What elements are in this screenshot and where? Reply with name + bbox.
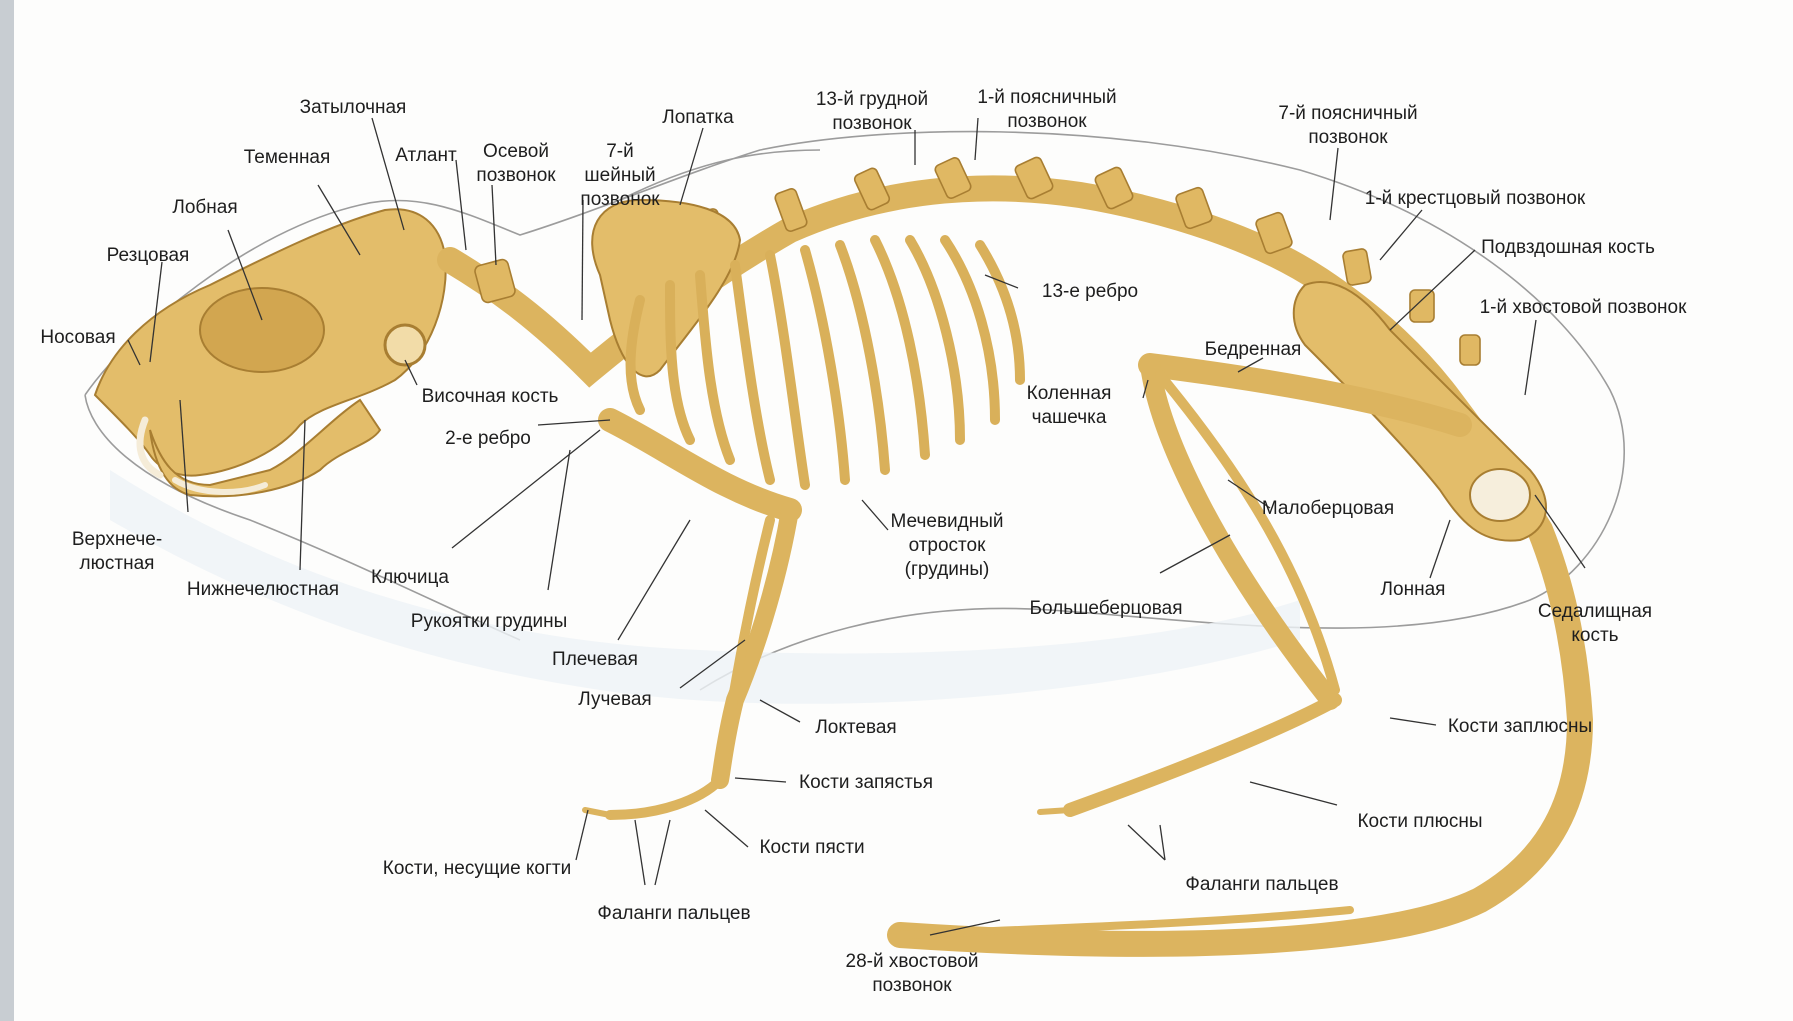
front-limb xyxy=(585,420,790,815)
label-zatylochnaya: Затылочная xyxy=(300,96,407,120)
obturator-foramen xyxy=(1470,469,1530,521)
label-1-krestsovy: 1-й крестцовый позвонок xyxy=(1365,187,1586,211)
scan-edge-shadow xyxy=(0,0,14,1021)
label-mechevidny: Мечевидный отросток (грудины) xyxy=(891,510,1004,582)
label-kosti-zapyastya: Кости запястья xyxy=(799,771,933,795)
label-podvzdoshnaya: Подвздошная кость xyxy=(1481,236,1655,260)
label-lopatka: Лопатка xyxy=(662,106,733,130)
label-nizhnechelyustnaya: Нижнечелюстная xyxy=(187,578,339,602)
label-kosti-zaplyusny: Кости заплюсны xyxy=(1448,715,1592,739)
label-kosti-kogti: Кости, несущие когти xyxy=(383,857,572,881)
label-atlant: Атлант xyxy=(395,144,456,168)
label-reztsovaya: Резцовая xyxy=(107,244,190,268)
label-sedalishchnaya: Седалищная кость xyxy=(1538,600,1652,648)
label-lobnaya: Лобная xyxy=(172,196,237,220)
label-bedrennaya: Бедренная xyxy=(1205,338,1302,362)
label-13-rebro: 13-е ребро xyxy=(1042,280,1138,304)
label-osevoy: Осевой позвонок xyxy=(476,140,555,188)
label-nosovaya: Носовая xyxy=(40,326,115,350)
label-13-grudnoy: 13-й грудной позвонок xyxy=(816,88,928,136)
label-bolshebertsovaya: Большеберцовая xyxy=(1030,597,1183,621)
label-kolennaya: Коленная чашечка xyxy=(1027,382,1112,430)
label-falangi-hind: Фаланги пальцев xyxy=(1185,873,1338,897)
label-visochnaya: Височная кость xyxy=(422,385,559,409)
label-plechevaya: Плечевая xyxy=(552,648,638,672)
label-28-khvostovoy: 28-й хвостовой позвонок xyxy=(846,950,979,998)
label-kosti-pyasti: Кости пясти xyxy=(759,836,864,860)
label-verkhnechelyustnaya: Верхнече- люстная xyxy=(72,528,162,576)
label-klyuchitsa: Ключица xyxy=(371,566,449,590)
label-kosti-plyusny: Кости плюсны xyxy=(1357,810,1482,834)
label-malobertsovaya: Малоберцовая xyxy=(1262,497,1394,521)
label-lonnaya: Лонная xyxy=(1381,578,1446,602)
label-1-poyasnichny: 1-й поясничный позвонок xyxy=(977,86,1116,134)
label-temennaya: Теменная xyxy=(244,146,331,170)
label-7-sheyny: 7-й шейный позвонок xyxy=(580,140,659,212)
label-loktevaya: Локтевая xyxy=(815,716,896,740)
label-luchevaya: Лучевая xyxy=(578,688,651,712)
label-2-rebro: 2-е ребро xyxy=(445,427,531,451)
label-7-poyasnichny: 7-й поясничный позвонок xyxy=(1278,102,1417,150)
label-falangi-front: Фаланги пальцев xyxy=(597,902,750,926)
label-1-khvostovoy: 1-й хвостовой позвонок xyxy=(1480,296,1687,320)
label-rukoyatki: Рукоятки грудины xyxy=(411,610,567,634)
